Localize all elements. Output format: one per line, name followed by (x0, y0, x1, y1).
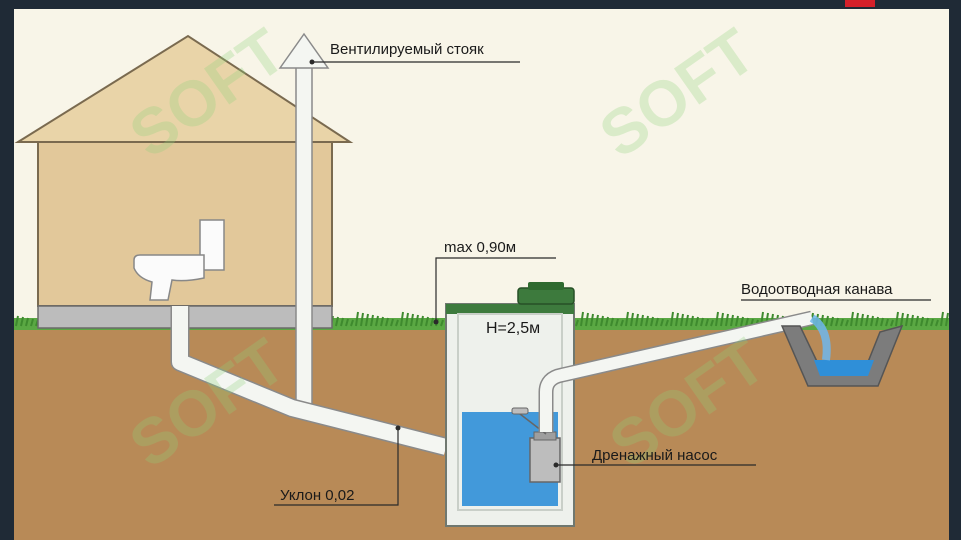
frame-accent-red (845, 0, 875, 7)
label-drainage-pump: Дренажный насос (592, 447, 718, 464)
label-slope: Уклон 0,02 (280, 487, 355, 504)
label-vent-riser: Вентилируемый стояк (330, 41, 484, 58)
label-max-depth: max 0,90м (444, 239, 516, 256)
discharge-pipe (538, 310, 814, 432)
toilet-icon (133, 219, 225, 301)
label-drain-ditch: Водоотводная канава (741, 281, 893, 298)
house-wall (37, 141, 333, 307)
tank-lid (517, 287, 575, 305)
leader-lines (274, 61, 931, 506)
drainage-ditch (780, 314, 904, 387)
label-tank-height: H=2,5м (486, 320, 540, 337)
tank-top-band (446, 304, 574, 314)
pump-icon (529, 437, 561, 483)
leader-dots (309, 59, 559, 468)
septic-tank (445, 282, 575, 527)
sewer-pipe (170, 306, 449, 457)
